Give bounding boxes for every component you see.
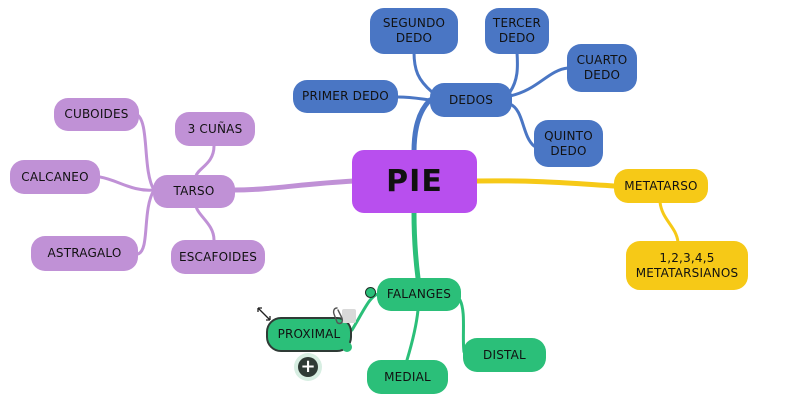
link-tarso-escafoides	[194, 204, 216, 242]
link-falanges-medial	[405, 308, 420, 362]
node-primer-dedo[interactable]: PRIMER DEDO	[293, 80, 398, 113]
node-metatarsianos-label: 1,2,3,4,5 METATARSIANOS	[635, 250, 739, 280]
node-escafoides[interactable]: ESCAFOIDES	[171, 240, 265, 274]
link-falanges-proximal	[350, 292, 380, 332]
link-falanges-distal	[458, 298, 466, 354]
node-cuboides-label: CUBOIDES	[64, 107, 129, 121]
link-tarso-cuboides	[134, 112, 156, 192]
link-dedos-tercer	[508, 50, 519, 94]
node-falanges[interactable]: FALANGES	[377, 278, 461, 311]
node-calcaneo-label: CALCANEO	[21, 169, 89, 184]
connection-handle[interactable]	[365, 287, 376, 298]
link-dedos-cuarto	[508, 66, 570, 98]
node-cuboides[interactable]: CUBOIDES	[54, 98, 139, 131]
node-metatarsianos[interactable]: 1,2,3,4,5 METATARSIANOS	[626, 241, 748, 290]
node-astragalo-label: ASTRAGALO	[47, 246, 122, 260]
link-root-dedos	[411, 97, 433, 155]
node-medial[interactable]: MEDIAL	[367, 360, 448, 394]
node-segundo-dedo-label: SEGUNDO DEDO	[382, 16, 446, 45]
node-quinto-dedo-label: QUINTO DEDO	[544, 128, 593, 158]
node-escafoides-label: ESCAFOIDES	[178, 249, 258, 264]
node-metatarso[interactable]: METATARSO	[614, 169, 708, 203]
node-metatarso-label: METATARSO	[624, 178, 698, 193]
node-dedos[interactable]: DEDOS	[430, 83, 512, 117]
node-calcaneo[interactable]: CALCANEO	[10, 160, 100, 194]
link-metatarso-metatarsianos	[658, 200, 680, 244]
resize-arrows-icon[interactable]	[256, 306, 272, 322]
link-root-metatarso	[473, 178, 617, 189]
node-3-cunas[interactable]: 3 CUÑAS	[175, 112, 255, 146]
node-falanges-label: FALANGES	[386, 287, 452, 301]
node-tercer-dedo[interactable]: TERCER DEDO	[485, 8, 549, 54]
node-astragalo[interactable]: ASTRAGALO	[31, 236, 138, 271]
node-distal-label: DISTAL	[483, 347, 526, 362]
node-3-cunas-label: 3 CUÑAS	[187, 121, 243, 136]
node-segundo-dedo[interactable]: SEGUNDO DEDO	[370, 8, 458, 54]
link-tarso-calcaneo	[98, 175, 156, 192]
node-tercer-dedo-label: TERCER DEDO	[492, 16, 542, 45]
link-root-falanges	[411, 209, 421, 281]
link-dedos-primer	[396, 95, 432, 102]
root-node-pie[interactable]: PIE	[352, 150, 477, 213]
node-medial-label: MEDIAL	[384, 369, 431, 384]
node-cuarto-dedo[interactable]: CUARTO DEDO	[567, 44, 637, 92]
attach-paperclip-icon[interactable]	[328, 305, 358, 327]
add-child-button[interactable]: +	[294, 353, 322, 381]
node-quinto-dedo[interactable]: QUINTO DEDO	[534, 120, 603, 167]
node-cuarto-dedo-label: CUARTO DEDO	[576, 53, 628, 82]
node-tarso-label: TARSO	[173, 184, 215, 198]
node-tarso[interactable]: TARSO	[153, 175, 235, 208]
node-distal[interactable]: DISTAL	[463, 338, 546, 372]
link-dedos-segundo	[412, 50, 434, 94]
node-proximal-label: PROXIMAL	[277, 327, 341, 341]
add-child-plus-icon: +	[298, 357, 318, 377]
link-tarso-cunas	[194, 144, 216, 178]
link-tarso-astragalo	[136, 188, 156, 256]
link-root-tarso	[231, 178, 357, 193]
node-dedos-label: DEDOS	[448, 92, 494, 107]
node-primer-dedo-label: PRIMER DEDO	[302, 89, 389, 103]
link-dedos-quinto	[508, 102, 536, 148]
root-label: PIE	[386, 164, 443, 199]
resize-handle[interactable]	[342, 342, 352, 352]
